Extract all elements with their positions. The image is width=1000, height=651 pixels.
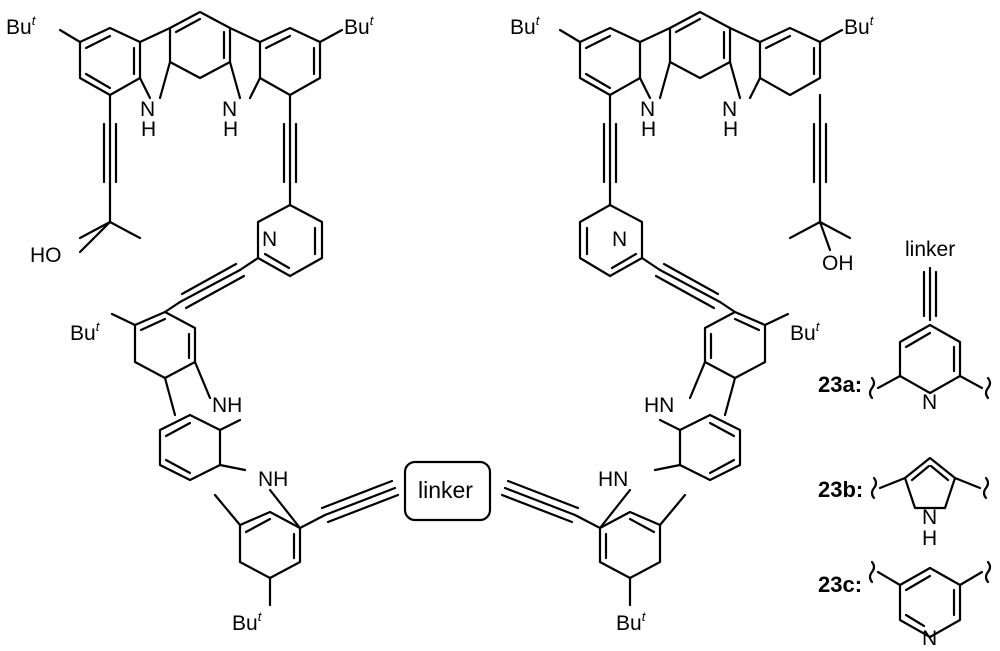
variant-23b-id: 23b: (818, 477, 863, 502)
variant-23b-structure (870, 456, 990, 510)
nh-mid-left-a: NH (212, 394, 242, 417)
tbu-top-right-b: But (844, 13, 875, 39)
variant-23a-id: 23a: (818, 372, 862, 397)
linker-caption: linker (905, 238, 955, 261)
n-top-right-a: N (640, 98, 655, 121)
tbu-mid-right: But (790, 319, 821, 345)
tbu-mid-left: But (70, 319, 101, 345)
linker-box-label: linker (418, 477, 473, 503)
right-pyridine-bridge (578, 203, 737, 314)
variant-23c-n: N (922, 627, 937, 650)
lower-right-indolocarbazole (500, 310, 790, 607)
variant-23b-h: H (922, 527, 937, 550)
linker-box (403, 460, 492, 522)
nh-mid-left-b: NH (258, 468, 288, 491)
pyridine-n-left: N (262, 228, 277, 251)
tbu-top-left-2: But (344, 13, 375, 39)
n-top-left-b: N (222, 98, 237, 121)
variant-23b-n: N (922, 506, 937, 529)
tbu-bottom-right: But (616, 609, 647, 635)
variant-23a-n: N (922, 391, 937, 414)
h-top-left-a: H (141, 118, 156, 141)
hydroxyl-left: HO (30, 244, 62, 267)
tbu-top-left: But (6, 13, 37, 39)
top-left-indolocarbazole (58, 10, 344, 254)
variant-23c-structure (868, 560, 992, 639)
hydroxyl-right: OH (822, 252, 854, 275)
tbu-top-right-a: But (510, 13, 541, 39)
tbu-bottom-left: But (232, 609, 263, 635)
top-right-indolocarbazole (558, 10, 852, 252)
pyridine-n-right: N (612, 228, 627, 251)
hn-mid-right-a: HN (644, 394, 674, 417)
h-top-right-b: H (723, 118, 738, 141)
lower-left-indolocarbazole (110, 310, 400, 607)
n-top-left-a: N (140, 98, 155, 121)
n-top-right-b: N (722, 98, 737, 121)
h-top-right-a: H (641, 118, 656, 141)
variant-23a-structure (868, 266, 992, 400)
left-pyridine-bridge (163, 203, 324, 314)
h-top-left-b: H (223, 118, 238, 141)
variant-23c-id: 23c: (818, 572, 862, 597)
hn-mid-right-b: HN (598, 468, 628, 491)
